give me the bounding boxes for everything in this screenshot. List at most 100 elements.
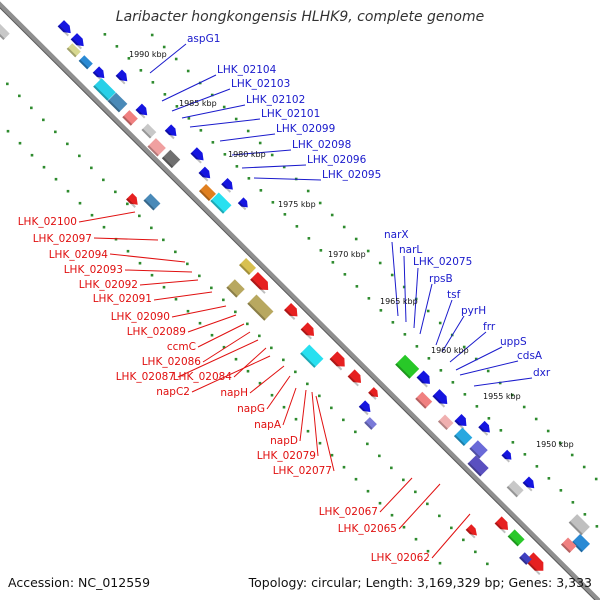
tick-dot xyxy=(354,477,358,481)
gene-label[interactable]: LHK_02067 xyxy=(319,506,378,518)
gene-label[interactable]: napG xyxy=(237,403,265,415)
leader-line xyxy=(455,346,503,371)
gene-feature xyxy=(226,279,245,298)
gene-arrow xyxy=(416,370,430,384)
gene-arrow xyxy=(432,389,448,405)
gene-label[interactable]: LHK_02079 xyxy=(257,450,316,462)
gene-block xyxy=(226,279,245,298)
tick-dot xyxy=(235,165,239,168)
gene-feature xyxy=(122,110,138,126)
gene-label[interactable]: napC2 xyxy=(156,386,190,398)
gene-shadow xyxy=(437,420,448,431)
tick-dot xyxy=(126,202,129,206)
tick-dot xyxy=(366,489,370,493)
gene-label[interactable]: napA xyxy=(254,419,282,431)
gene-label[interactable]: LHK_02062 xyxy=(371,552,430,564)
gene-arrow xyxy=(465,524,477,536)
gene-feature xyxy=(141,123,157,139)
gene-shadow xyxy=(161,156,174,169)
gene-label[interactable]: LHK_02090 xyxy=(111,311,170,323)
gene-label[interactable]: LHK_02084 xyxy=(173,371,233,383)
gene-label[interactable]: napH xyxy=(220,387,248,399)
tick-dot xyxy=(439,369,443,372)
gene-label[interactable]: LHK_02100 xyxy=(18,216,77,228)
gene-label[interactable]: narL xyxy=(399,244,422,256)
tick-dot xyxy=(294,370,297,374)
gene-label[interactable]: pyrH xyxy=(461,305,486,317)
gene-label[interactable]: rpsB xyxy=(429,273,453,285)
tick-dot xyxy=(175,105,179,108)
tick-dot xyxy=(198,321,202,325)
gene-label[interactable]: LHK_02065 xyxy=(338,523,397,535)
gene-feature xyxy=(66,43,81,58)
gene-label[interactable]: uppS xyxy=(500,336,527,348)
gene-feature xyxy=(126,193,138,208)
gene-label[interactable]: LHK_02095 xyxy=(322,169,381,181)
gene-label[interactable]: cdsA xyxy=(517,350,543,362)
gene-arrow xyxy=(494,516,509,530)
gene-label[interactable]: dxr xyxy=(533,367,551,379)
gene-label[interactable]: aspG1 xyxy=(187,33,220,45)
gene-shadow xyxy=(368,391,377,400)
gene-label[interactable]: LHK_02075 xyxy=(413,256,472,268)
gene-label[interactable]: napD xyxy=(270,435,298,447)
gene-label[interactable]: LHK_02091 xyxy=(93,293,152,305)
tick-dot xyxy=(102,178,105,182)
gene-label[interactable]: LHK_02094 xyxy=(49,249,109,261)
gene-label[interactable]: LHK_02093 xyxy=(64,264,123,276)
gene-shadow xyxy=(198,189,211,202)
gene-label[interactable]: narX xyxy=(384,229,409,241)
tick-dot xyxy=(486,369,490,373)
gene-feature xyxy=(284,302,298,320)
tick-dot xyxy=(474,357,478,361)
gene-label[interactable]: ccmC xyxy=(167,341,196,353)
tick-dot xyxy=(342,225,346,229)
gene-label[interactable]: tsf xyxy=(447,289,461,301)
gene-shadow xyxy=(221,182,232,193)
gene-feature xyxy=(454,414,467,430)
tick-dot xyxy=(150,273,154,277)
tick-dot xyxy=(78,201,82,205)
gene-label[interactable]: LHK_02087 xyxy=(116,371,175,383)
tick-dot xyxy=(318,201,322,205)
gene-shadow xyxy=(210,199,225,214)
tick-dot xyxy=(222,345,226,349)
gene-label[interactable]: LHK_02096 xyxy=(307,154,367,166)
gene-label[interactable]: LHK_02097 xyxy=(33,233,92,245)
gene-label[interactable]: LHK_02086 xyxy=(142,356,202,368)
gene-label[interactable]: frr xyxy=(483,321,496,333)
gene-label[interactable]: LHK_02077 xyxy=(273,465,332,477)
gene-arrow xyxy=(221,177,233,190)
tick-dot xyxy=(426,502,429,506)
gene-shadow xyxy=(247,302,266,321)
gene-label[interactable]: LHK_02092 xyxy=(79,279,138,291)
gene-shadow xyxy=(469,447,481,459)
gene-label[interactable]: LHK_02099 xyxy=(276,123,335,135)
tick-dot xyxy=(427,357,431,360)
gene-label[interactable]: LHK_02103 xyxy=(231,78,290,90)
tick-dot xyxy=(499,429,503,432)
gene-feature xyxy=(135,103,148,119)
tick-dot xyxy=(271,201,275,204)
scale-label: 1950 kbp xyxy=(536,440,574,449)
leader-line xyxy=(413,267,419,329)
gene-label[interactable]: LHK_02104 xyxy=(217,64,277,76)
gene-feature xyxy=(415,391,433,409)
gene-block xyxy=(507,529,525,547)
tick-dot xyxy=(246,129,250,133)
gene-label[interactable]: LHK_02089 xyxy=(127,326,186,338)
gene-feature xyxy=(210,192,232,214)
gene-block xyxy=(467,455,489,477)
gene-label[interactable]: LHK_02098 xyxy=(292,139,351,151)
gene-label[interactable]: LHK_02102 xyxy=(246,94,305,106)
leader-line xyxy=(231,149,292,156)
gene-block xyxy=(122,110,138,126)
gene-arrow xyxy=(522,476,535,489)
gene-label[interactable]: LHK_02101 xyxy=(261,108,320,120)
scale-label: 1965 kbp xyxy=(380,297,418,306)
leader-line xyxy=(431,513,471,559)
gene-feature xyxy=(358,400,371,416)
tick-dot xyxy=(282,358,285,362)
tick-dot xyxy=(222,298,225,302)
tick-dot xyxy=(390,513,394,517)
